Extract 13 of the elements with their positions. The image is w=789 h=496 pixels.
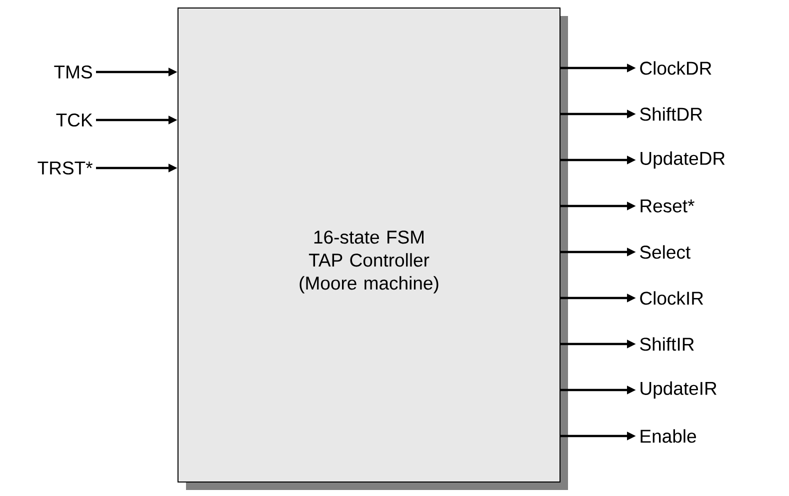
signal-label: ClockDR: [640, 61, 712, 75]
signal-label: UpdateDR: [640, 151, 725, 169]
signal-label: TMS: [54, 65, 92, 79]
signal-label: UpdateIR: [640, 381, 716, 399]
signal-label: Enable: [640, 429, 696, 443]
signal-label: Select: [640, 245, 690, 259]
signal-label: TRST*: [38, 161, 93, 175]
signal-label: ShiftIR: [640, 337, 694, 351]
signal-label: ClockIR: [640, 291, 704, 305]
signal-label: TCK: [56, 113, 93, 127]
signal-label: Reset*: [640, 200, 694, 212]
signal-label: ShiftDR: [640, 107, 702, 121]
controller-box: 16-state FSM TAP Controller (Moore machine): [178, 8, 568, 490]
